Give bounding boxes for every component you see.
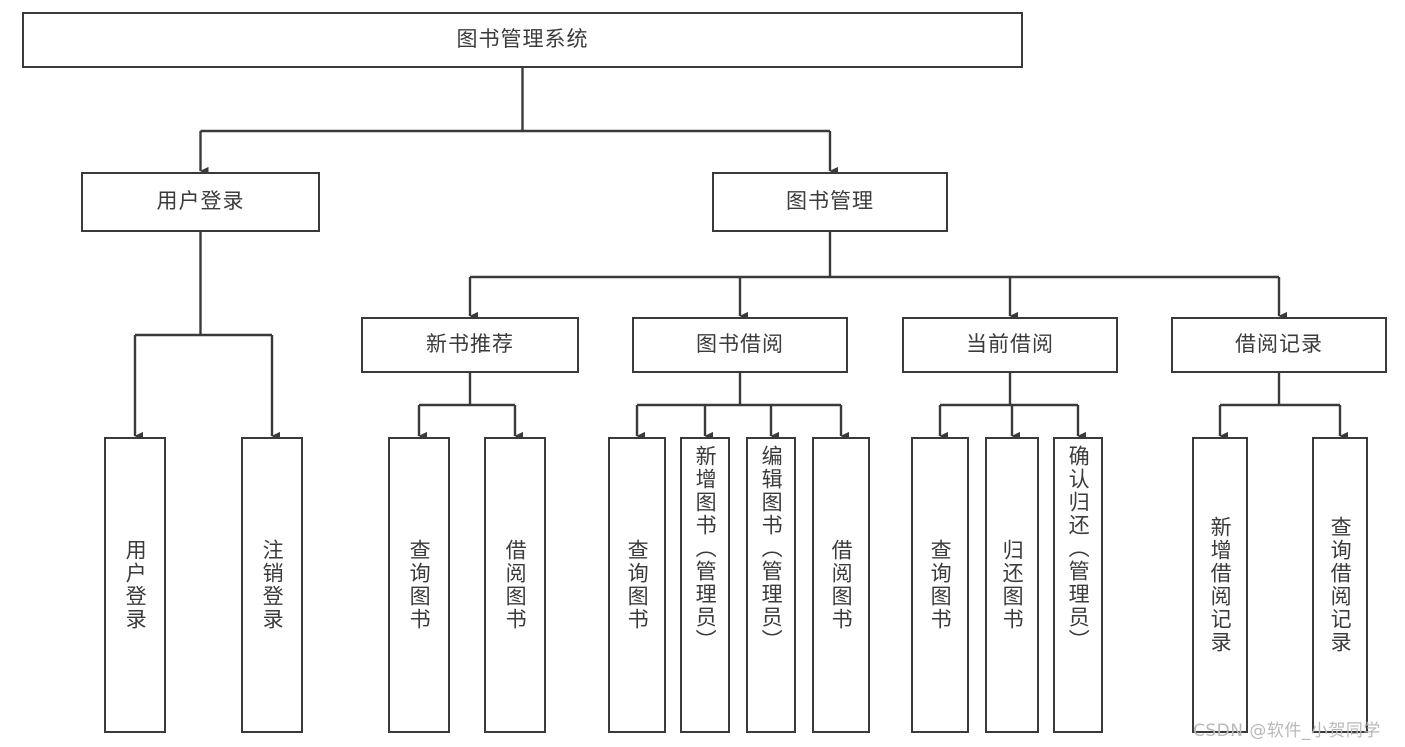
- node-label: 用户登录: [156, 189, 245, 214]
- node-leaf-borrow-book-rec: 借阅图书: [484, 437, 546, 733]
- node-leaf-add-book: 新增图书（管理员）: [680, 437, 730, 733]
- node-label: 当前借阅: [966, 332, 1054, 357]
- node-label: 查询图书: [407, 539, 432, 631]
- node-leaf-edit-book: 编辑图书（管理员）: [746, 437, 796, 733]
- node-label: 归还图书: [1000, 539, 1025, 631]
- node-label: 确认归还（管理员）: [1066, 445, 1091, 652]
- node-label: 借阅记录: [1235, 332, 1323, 357]
- node-book-borrow: 图书借阅: [632, 317, 848, 373]
- node-label: 查询图书: [625, 539, 650, 631]
- node-leaf-user-login: 用户登录: [104, 437, 166, 733]
- node-label: 查询图书: [928, 539, 953, 631]
- node-leaf-query-book-rec: 查询图书: [388, 437, 450, 733]
- node-book-management: 图书管理: [712, 172, 948, 232]
- node-leaf-confirm-return: 确认归还（管理员）: [1053, 437, 1103, 733]
- node-label: 图书管理: [786, 189, 874, 214]
- node-leaf-logout-login: 注销登录: [241, 437, 303, 733]
- node-root: 图书管理系统: [22, 12, 1023, 68]
- node-label: 图书管理系统: [456, 27, 589, 52]
- node-leaf-query-book-borrow: 查询图书: [608, 437, 666, 733]
- node-leaf-query-book-cur: 查询图书: [911, 437, 969, 733]
- node-label: 查询借阅记录: [1328, 516, 1353, 654]
- node-label: 编辑图书（管理员）: [759, 445, 784, 652]
- node-label: 借阅图书: [829, 539, 854, 631]
- node-borrow-record: 借阅记录: [1171, 317, 1387, 373]
- node-label: 注销登录: [260, 539, 285, 631]
- node-label: 借阅图书: [503, 539, 528, 631]
- node-leaf-return-book: 归还图书: [985, 437, 1039, 733]
- node-leaf-borrow-book: 借阅图书: [812, 437, 870, 733]
- node-user-login: 用户登录: [81, 172, 320, 232]
- node-label: 新书推荐: [426, 332, 514, 357]
- node-leaf-query-borrow-record: 查询借阅记录: [1312, 437, 1368, 733]
- node-leaf-add-borrow-record: 新增借阅记录: [1192, 437, 1248, 733]
- node-current-borrow: 当前借阅: [902, 317, 1118, 373]
- node-label: 新增借阅记录: [1208, 516, 1233, 654]
- node-label: 新增图书（管理员）: [693, 445, 718, 652]
- node-label: 用户登录: [123, 539, 148, 631]
- node-label: 图书借阅: [696, 332, 784, 357]
- node-new-book-recommend: 新书推荐: [361, 317, 579, 373]
- csdn-watermark: CSDN @软件_小贺同学: [1193, 721, 1381, 741]
